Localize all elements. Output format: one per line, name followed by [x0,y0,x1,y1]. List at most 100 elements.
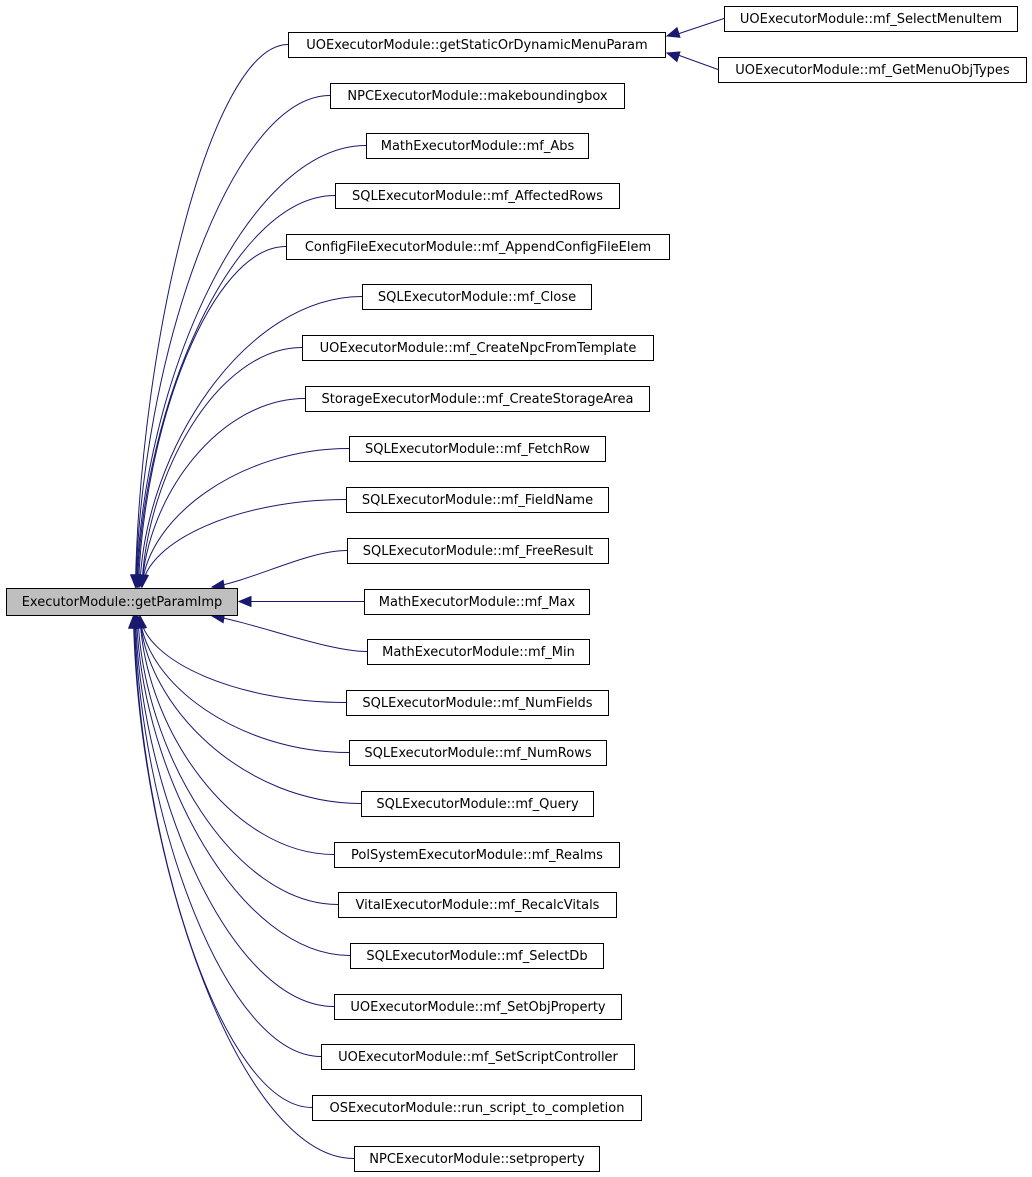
node-storageexecutormodule-mf-createstoragearea-box [305,386,650,412]
edge-mathexecutormodule-mf-abs [131,145,367,589]
edge-sqlexecutormodule-mf-fieldname [137,499,347,589]
edge-uoexecutormodule-mf-getmenuobjtypes-arrowhead [665,51,681,63]
node-vitalexecutormodule-mf-recalcvitals[interactable]: VitalExecutorModule::mf_RecalcVitals [338,892,617,918]
node-uoexecutormodule-mf-selectmenuitem-label: UOExecutorModule::mf_SelectMenuItem [740,12,1002,27]
node-sqlexecutormodule-mf-affectedrows[interactable]: SQLExecutorModule::mf_AffectedRows [335,183,620,209]
edge-mathexecutormodule-mf-min [210,612,368,652]
node-storageexecutormodule-mf-createstoragearea-label: StorageExecutorModule::mf_CreateStorageA… [322,392,634,407]
edge-mathexecutormodule-mf-abs-line [136,145,367,588]
node-sqlexecutormodule-mf-close-label: SQLExecutorModule::mf_Close [378,290,576,305]
edge-uoexecutormodule-mf-getmenuobjtypes [665,51,719,70]
node-configfileexecutormodule-mf-appendconfigfileelem-label: ConfigFileExecutorModule::mf_AppendConfi… [305,240,651,255]
node-sqlexecutormodule-mf-selectdb[interactable]: SQLExecutorModule::mf_SelectDb [350,943,604,969]
node-uoexecutormodule-mf-createnpcfromtemplate[interactable]: UOExecutorModule::mf_CreateNpcFromTempla… [302,335,654,361]
node-sqlexecutormodule-mf-query-label: SQLExecutorModule::mf_Query [376,797,579,812]
node-sqlexecutormodule-mf-fetchrow[interactable]: SQLExecutorModule::mf_FetchRow [349,436,606,462]
node-uoexecutormodule-mf-createnpcfromtemplate-box [302,335,654,361]
edge-sqlexecutormodule-mf-numfields-line [139,615,347,703]
node-configfileexecutormodule-mf-appendconfigfileelem-box [286,234,670,260]
node-uoexecutormodule-mf-setscriptcontroller-label: UOExecutorModule::mf_SetScriptController [338,1050,618,1065]
node-vitalexecutormodule-mf-recalcvitals-label: VitalExecutorModule::mf_RecalcVitals [356,898,600,913]
node-polsystemexecutormodule-mf-realms-box [334,842,620,868]
node-mathexecutormodule-mf-max-box [364,589,590,615]
node-mathexecutormodule-mf-min-label: MathExecutorModule::mf_Min [382,645,575,660]
node-sqlexecutormodule-mf-fetchrow-box [349,436,606,462]
node-mathexecutormodule-mf-abs[interactable]: MathExecutorModule::mf_Abs [366,133,589,159]
node-sqlexecutormodule-mf-freeresult[interactable]: SQLExecutorModule::mf_FreeResult [347,538,609,564]
edge-uoexecutormodule-mf-setscriptcontroller [129,614,322,1057]
node-sqlexecutormodule-mf-fieldname[interactable]: SQLExecutorModule::mf_FieldName [346,487,609,513]
node-uoexecutormodule-mf-setobjproperty[interactable]: UOExecutorModule::mf_SetObjProperty [334,994,622,1020]
edge-uoexecutormodule-mf-selectmenuitem [665,18,725,38]
edge-sqlexecutormodule-mf-freeresult [210,550,348,591]
node-executormodule-getparamimp-box [6,588,238,616]
node-polsystemexecutormodule-mf-realms-label: PolSystemExecutorModule::mf_Realms [351,848,603,863]
edge-sqlexecutormodule-mf-query-line [139,615,362,804]
node-executormodule-getparamimp[interactable]: ExecutorModule::getParamImp [6,588,238,616]
node-sqlexecutormodule-mf-affectedrows-label: SQLExecutorModule::mf_AffectedRows [352,189,603,204]
node-sqlexecutormodule-mf-freeresult-box [347,538,609,564]
node-sqlexecutormodule-mf-query-box [361,791,594,817]
edge-sqlexecutormodule-mf-fetchrow-line [141,448,350,588]
node-sqlexecutormodule-mf-selectdb-box [350,943,604,969]
edge-npcexecutormodule-setproperty-line [132,615,355,1159]
node-osexecutormodule-run-script-to-completion-box [312,1095,642,1121]
node-uoexecutormodule-mf-selectmenuitem-box [724,6,1018,32]
node-uoexecutormodule-mf-setobjproperty-label: UOExecutorModule::mf_SetObjProperty [350,1000,606,1015]
node-sqlexecutormodule-mf-fetchrow-label: SQLExecutorModule::mf_FetchRow [365,442,590,457]
edge-uoexecutormodule-mf-createnpcfromtemplate [136,347,303,589]
node-mathexecutormodule-mf-min[interactable]: MathExecutorModule::mf_Min [367,639,590,665]
node-sqlexecutormodule-mf-close-box [362,284,592,310]
node-sqlexecutormodule-mf-query[interactable]: SQLExecutorModule::mf_Query [361,791,594,817]
node-sqlexecutormodule-mf-numfields[interactable]: SQLExecutorModule::mf_NumFields [346,690,609,716]
node-uoexecutormodule-mf-getmenuobjtypes-label: UOExecutorModule::mf_GetMenuObjTypes [735,63,1010,78]
node-sqlexecutormodule-mf-selectdb-label: SQLExecutorModule::mf_SelectDb [366,949,587,964]
edge-uoexecutormodule-getstaticordynamicmenuparam [129,44,289,589]
node-sqlexecutormodule-mf-freeresult-label: SQLExecutorModule::mf_FreeResult [363,544,594,559]
edge-uoexecutormodule-mf-selectmenuitem-line [676,18,725,35]
edge-sqlexecutormodule-mf-selectdb [131,614,351,956]
edge-sqlexecutormodule-mf-numrows [135,614,350,753]
node-uoexecutormodule-mf-setscriptcontroller-box [321,1044,635,1070]
node-npcexecutormodule-setproperty-label: NPCExecutorModule::setproperty [369,1152,585,1167]
edge-polsystemexecutormodule-mf-realms [134,614,335,855]
node-uoexecutormodule-mf-createnpcfromtemplate-label: UOExecutorModule::mf_CreateNpcFromTempla… [320,341,637,356]
node-configfileexecutormodule-mf-appendconfigfileelem[interactable]: ConfigFileExecutorModule::mf_AppendConfi… [286,234,670,260]
edge-npcexecutormodule-setproperty-arrowhead [127,614,140,629]
node-uoexecutormodule-mf-getmenuobjtypes-box [718,57,1027,83]
edge-mathexecutormodule-mf-min-line [211,615,368,652]
node-uoexecutormodule-mf-getmenuobjtypes[interactable]: UOExecutorModule::mf_GetMenuObjTypes [718,57,1027,83]
node-polsystemexecutormodule-mf-realms[interactable]: PolSystemExecutorModule::mf_Realms [334,842,620,868]
edge-mathexecutormodule-mf-max-arrowhead [237,595,252,608]
node-sqlexecutormodule-mf-close[interactable]: SQLExecutorModule::mf_Close [362,284,592,310]
nodes: ExecutorModule::getParamImpUOExecutorMod… [6,6,1027,1172]
node-sqlexecutormodule-mf-numfields-label: SQLExecutorModule::mf_NumFields [362,696,592,711]
node-mathexecutormodule-mf-max[interactable]: MathExecutorModule::mf_Max [364,589,590,615]
node-executormodule-getparamimp-label: ExecutorModule::getParamImp [22,595,223,610]
node-sqlexecutormodule-mf-affectedrows-box [335,183,620,209]
edge-sqlexecutormodule-mf-selectdb-line [135,615,351,956]
node-sqlexecutormodule-mf-numrows[interactable]: SQLExecutorModule::mf_NumRows [349,740,607,766]
node-uoexecutormodule-mf-setobjproperty-box [334,994,622,1020]
edge-sqlexecutormodule-mf-numrows-line [139,615,350,753]
node-storageexecutormodule-mf-createstoragearea[interactable]: StorageExecutorModule::mf_CreateStorageA… [305,386,650,412]
edge-configfileexecutormodule-mf-appendconfigfileelem [133,246,287,589]
node-npcexecutormodule-setproperty-box [354,1146,600,1172]
edge-uoexecutormodule-mf-selectmenuitem-arrowhead [665,26,681,38]
edge-osexecutormodule-run-script-to-completion [128,614,313,1108]
edge-sqlexecutormodule-mf-affectedrows-line [136,195,336,588]
edge-sqlexecutormodule-mf-freeresult-line [211,550,348,588]
edge-uoexecutormodule-mf-setscriptcontroller-line [134,615,322,1057]
edge-vitalexecutormodule-mf-recalcvitals-line [137,615,339,905]
node-osexecutormodule-run-script-to-completion[interactable]: OSExecutorModule::run_script_to_completi… [312,1095,642,1121]
node-uoexecutormodule-mf-setscriptcontroller[interactable]: UOExecutorModule::mf_SetScriptController [321,1044,635,1070]
node-npcexecutormodule-setproperty[interactable]: NPCExecutorModule::setproperty [354,1146,600,1172]
node-uoexecutormodule-getstaticordynamicmenuparam[interactable]: UOExecutorModule::getStaticOrDynamicMenu… [288,32,666,58]
edge-npcexecutormodule-setproperty [127,614,355,1159]
node-uoexecutormodule-getstaticordynamicmenuparam-label: UOExecutorModule::getStaticOrDynamicMenu… [306,38,647,53]
node-uoexecutormodule-mf-selectmenuitem[interactable]: UOExecutorModule::mf_SelectMenuItem [724,6,1018,32]
node-mathexecutormodule-mf-max-label: MathExecutorModule::mf_Max [379,595,576,610]
node-sqlexecutormodule-mf-numrows-box [349,740,607,766]
node-sqlexecutormodule-mf-fieldname-label: SQLExecutorModule::mf_FieldName [362,493,593,508]
node-npcexecutormodule-makeboundingbox[interactable]: NPCExecutorModule::makeboundingbox [330,83,625,109]
